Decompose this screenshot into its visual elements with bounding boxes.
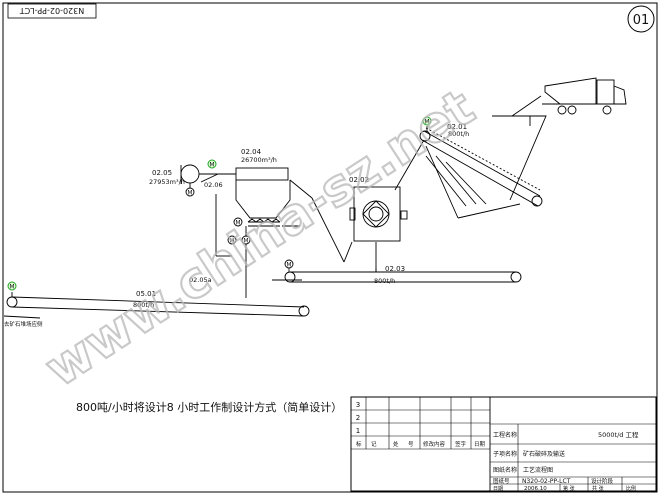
motor-0501: M	[7, 281, 17, 291]
drawing-caption: 800吨/小时将设计8 小时工作制设计方式（简单设计）	[76, 400, 342, 414]
belt-conveyor-0501	[3, 292, 310, 319]
motor-feeder-a: M	[233, 217, 243, 227]
rev-number-2: 2	[356, 414, 360, 422]
sheet-number-badge: 01	[627, 5, 655, 33]
label-0205-tag: 02.05	[152, 169, 172, 177]
svg-text:M: M	[235, 220, 240, 227]
surge-bin-0204	[215, 167, 345, 298]
scale-label: 比例	[626, 485, 636, 492]
label-0204-tag: 02.04	[241, 148, 262, 156]
dump-truck-icon	[511, 77, 627, 117]
sheet-label: 第 张	[563, 485, 575, 492]
label-0202-tag: 02.02	[349, 176, 369, 184]
date-label: 日期	[493, 486, 503, 492]
label-0203-rate: 800t/h	[374, 277, 395, 285]
label-0501-rate: 800t/h	[133, 301, 154, 309]
col-header-mark: 标	[356, 440, 362, 448]
col-header-change: 修改内容	[423, 440, 446, 448]
label-left-end-note: 去矿石堆场应侧	[4, 320, 43, 328]
col-header-note: 记	[371, 441, 377, 448]
svg-text:M: M	[209, 162, 214, 169]
drawing-name-label: 图纸名称	[493, 466, 517, 474]
rev-number-3: 3	[356, 401, 360, 409]
drawing-code-value: N320-02-PP-LCT	[522, 478, 571, 485]
label-0205a-tag: 02.05a	[189, 276, 212, 284]
rotated-drawing-code: N320-02-PP-LCT	[20, 6, 85, 15]
col-header-number: 号	[408, 441, 414, 448]
motor-0201-glyph: M	[424, 119, 429, 126]
watermark-text: www.china-sz.net	[35, 78, 484, 398]
date-value: 2006.10	[524, 486, 547, 492]
receiving-hopper	[492, 115, 547, 201]
svg-text:M: M	[9, 284, 14, 291]
svg-text:M: M	[229, 238, 234, 245]
dust-fan-0205	[180, 164, 236, 188]
label-0205-flow: 27953m³/h	[149, 178, 185, 186]
crusher-0202	[343, 139, 425, 272]
label-0203-tag: 02.03	[385, 265, 405, 273]
rotated-code-box: N320-02-PP-LCT	[7, 3, 97, 19]
motor-0201: M	[422, 116, 432, 131]
subproject-value: 矿石破碎及输送	[523, 450, 565, 458]
belt-conveyor-0203	[272, 268, 522, 283]
label-0204-volume: 26700m³/h	[241, 156, 277, 164]
subproject-label: 子项名称	[493, 450, 517, 458]
label-0201-tag: 02.01	[447, 123, 467, 131]
svg-text:M: M	[187, 190, 192, 197]
motor-0206: M	[207, 159, 217, 169]
sheet-number: 01	[633, 13, 650, 28]
rev-number-1: 1	[356, 427, 360, 435]
total-sheets-label: 共 张	[592, 485, 604, 492]
label-0201-rate: 800t/h	[448, 130, 469, 138]
col-header-place: 处	[393, 440, 399, 448]
apron-feeder-0201	[419, 127, 543, 219]
label-0206-tag: 02.06	[204, 181, 223, 189]
col-header-date: 日期	[474, 441, 486, 448]
col-header-sign: 签字	[455, 440, 467, 448]
svg-text:M: M	[243, 238, 248, 245]
motor-feeder-c: M	[241, 235, 251, 245]
project-value: 5000t/d 工程	[598, 430, 639, 439]
label-0501-tag: 05.01	[136, 290, 156, 298]
design-stage-label: 设计阶段	[591, 477, 614, 485]
motor-0203-glyph: M	[286, 262, 291, 269]
motor-feeder-b: M	[227, 235, 237, 245]
project-label: 工程名称	[493, 431, 517, 439]
title-block	[350, 396, 657, 492]
motor-fan: M	[185, 187, 195, 197]
drawing-name-value: 工艺流程图	[523, 466, 553, 474]
drawing-code-label: 图纸号	[493, 477, 510, 485]
motor-0203: M	[284, 259, 294, 272]
